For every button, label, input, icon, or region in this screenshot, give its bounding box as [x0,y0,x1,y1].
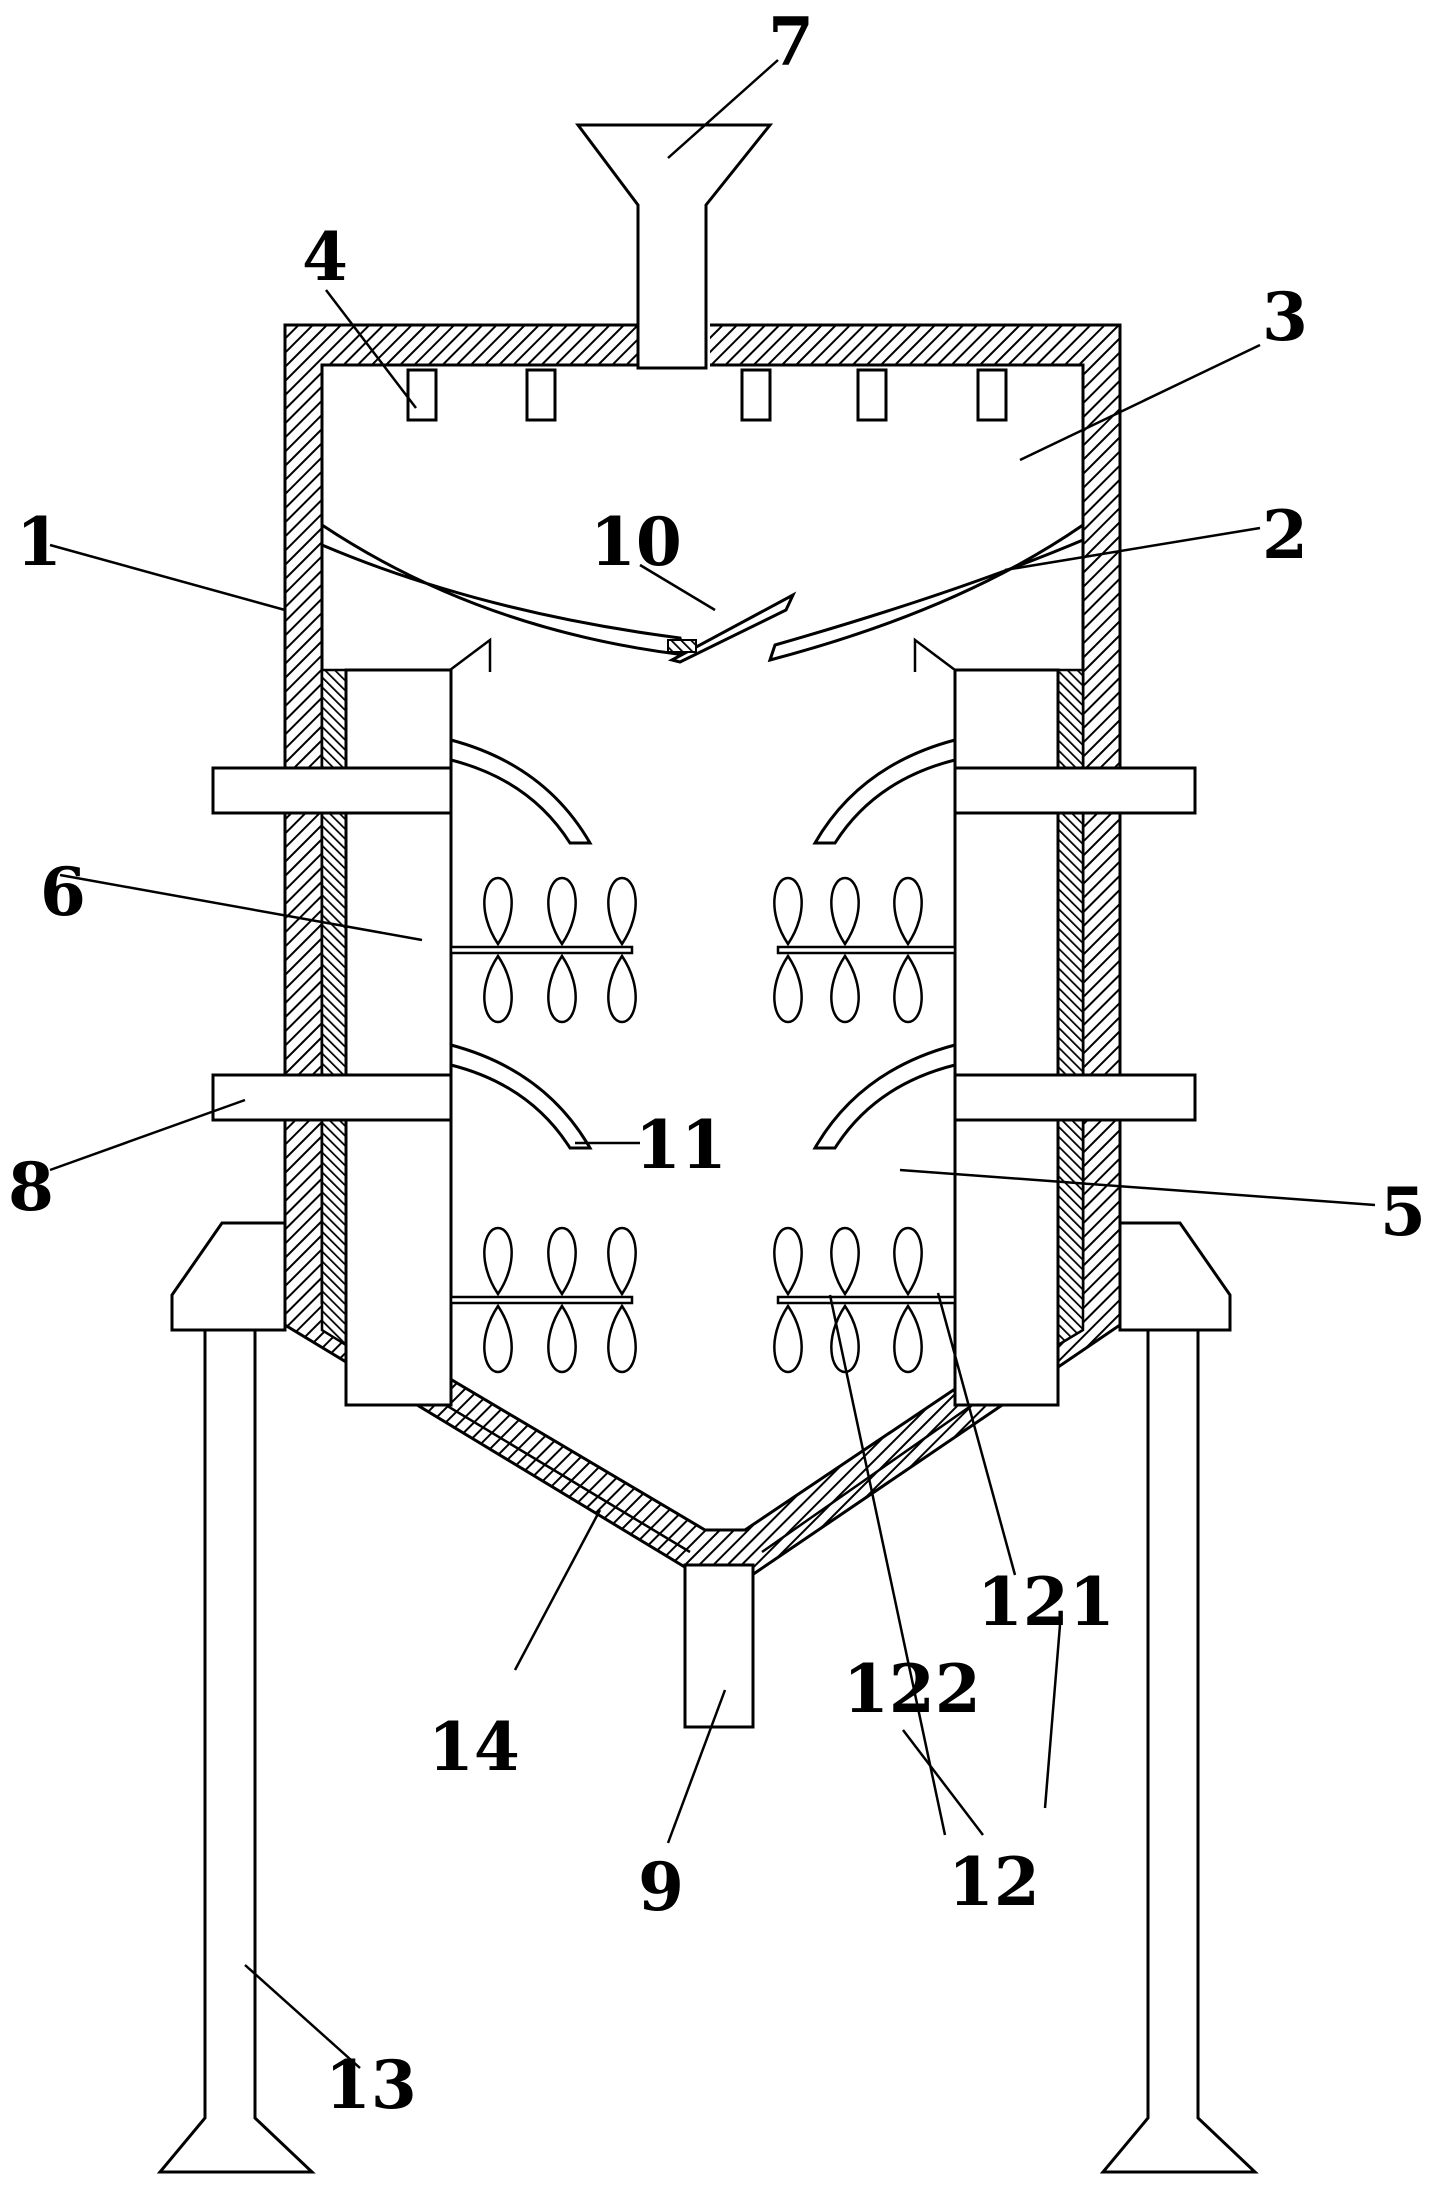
label-13: 13 [325,2046,417,2124]
stirrer-blade [607,876,637,947]
stirrer-shaft [776,945,957,955]
stirrer-blade [773,953,803,1024]
stirrer-blade [483,953,513,1024]
stirrer [773,876,957,1024]
stirrer-blade [830,1226,860,1297]
stirrer-blade [547,953,577,1024]
deflector [449,738,593,845]
deflector [812,738,957,845]
stirrer [449,1226,637,1374]
support-leg-left [156,1328,316,2174]
label-121: 121 [977,1563,1115,1641]
stirrer-blade [893,953,923,1024]
stirrer-blade [893,1226,923,1297]
label-122: 122 [843,1650,981,1728]
flap-hinge [667,639,697,653]
deflector [812,1043,957,1150]
stirrer-blade [607,1226,637,1297]
dish-plate-left [320,522,688,657]
nozzle [740,368,772,422]
stirrer-blade [773,876,803,947]
leg-mount-left [170,1221,287,1332]
stirrer-blade [607,1303,637,1374]
leader-lines [49,59,1376,2069]
nozzle [856,368,888,422]
dish-support-left [449,637,492,672]
label-4: 4 [302,218,348,296]
nozzle [406,368,438,422]
label-9: 9 [638,1848,684,1926]
leg-mount-right [1118,1221,1232,1332]
stirrer-blade [547,1226,577,1297]
discharge-outlet [683,1563,755,1729]
stirrer [449,876,637,1024]
stirrer [773,1226,957,1374]
label-8: 8 [8,1148,54,1226]
side-pipe [953,1073,1197,1122]
stirrer-blade [483,1303,513,1374]
label-11: 11 [635,1106,727,1184]
label-6: 6 [40,853,86,931]
stirrer-blade [547,876,577,947]
stirrer-blade [483,876,513,947]
stirrer-blade [830,953,860,1024]
stirrer-shaft [449,1295,634,1305]
stirrer-blade [547,1303,577,1374]
nozzle [976,368,1008,422]
label-12: 12 [948,1843,1040,1921]
side-pipe [211,766,453,815]
side-pipe [211,1073,453,1122]
label-5: 5 [1380,1173,1426,1251]
label-14: 14 [428,1708,520,1786]
label-10: 10 [590,503,682,581]
stirrer-shaft [449,945,634,955]
label-7: 7 [768,3,814,81]
label-3: 3 [1262,278,1308,356]
inner-cone-lining [345,1343,1059,1554]
dish-support-right [913,637,956,672]
dish-plate-right [767,522,1085,663]
stirrer-blade [830,1303,860,1374]
stirrer-blade [893,876,923,947]
stirrer-blade [893,1303,923,1374]
flap-valve [667,591,797,664]
label-2: 2 [1262,496,1308,574]
deflector [449,1043,593,1150]
side-pipe [953,766,1197,815]
nozzle [525,368,557,422]
stirrer-blade [830,876,860,947]
feed-hopper [575,123,774,370]
stirrer-blade [773,1226,803,1297]
stirrer-blade [483,1226,513,1297]
support-leg-right [1099,1328,1259,2174]
stirrer-blade [607,953,637,1024]
stirrer-blade [773,1303,803,1374]
stirrer-shaft [776,1295,957,1305]
label-1: 1 [16,503,62,581]
